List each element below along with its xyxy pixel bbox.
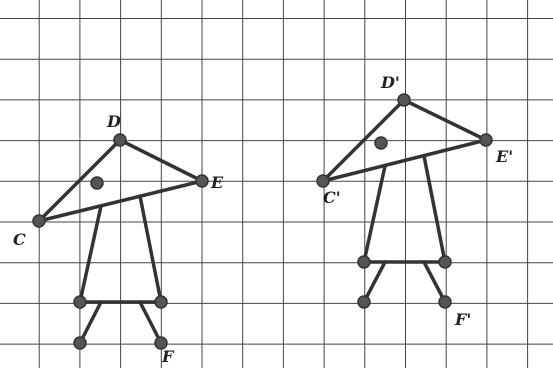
body-left-side xyxy=(78,204,103,304)
segment-cd xyxy=(37,138,122,223)
left-leg-slant-prime xyxy=(362,260,387,304)
point-c-prime xyxy=(316,174,330,188)
base-left-point xyxy=(73,295,87,309)
foot-left-point-prime xyxy=(357,295,371,309)
right-leg-slant-prime xyxy=(422,260,447,304)
label-d: D xyxy=(106,112,121,131)
point-d-prime xyxy=(397,93,411,107)
point-e-prime xyxy=(479,133,493,147)
right-leg-slant xyxy=(138,300,163,345)
label-d-prime: D' xyxy=(380,73,400,92)
eye-dot xyxy=(90,176,104,190)
segment-d-e-prime xyxy=(402,98,488,142)
base-left-point-prime xyxy=(357,255,371,269)
segment-de xyxy=(118,138,204,183)
label-f-prime: F' xyxy=(454,310,471,329)
point-c xyxy=(32,214,46,228)
point-d xyxy=(113,133,127,147)
foot-left-point xyxy=(73,336,87,350)
base-right-point xyxy=(154,295,168,309)
body-right-side-prime xyxy=(422,154,447,264)
point-f-prime xyxy=(438,295,452,309)
eye-dot-prime xyxy=(374,136,388,150)
label-f: F xyxy=(161,347,175,366)
left-leg-slant xyxy=(78,300,103,345)
segment-ec xyxy=(37,179,204,223)
label-c-prime: C' xyxy=(323,188,341,207)
body-left-side-prime xyxy=(362,164,387,264)
base-right-point-prime xyxy=(438,255,452,269)
label-c: C xyxy=(13,230,26,249)
figure-original: C D E F xyxy=(13,112,224,366)
figure-translated: C' D' E' F' xyxy=(316,73,513,329)
point-f xyxy=(154,336,168,350)
label-e-prime: E' xyxy=(495,147,513,166)
segment-e-c-prime xyxy=(321,138,488,183)
body-right-side xyxy=(138,194,163,304)
label-e: E xyxy=(210,173,224,192)
point-e xyxy=(195,174,209,188)
segment-c-d-prime xyxy=(321,98,406,183)
